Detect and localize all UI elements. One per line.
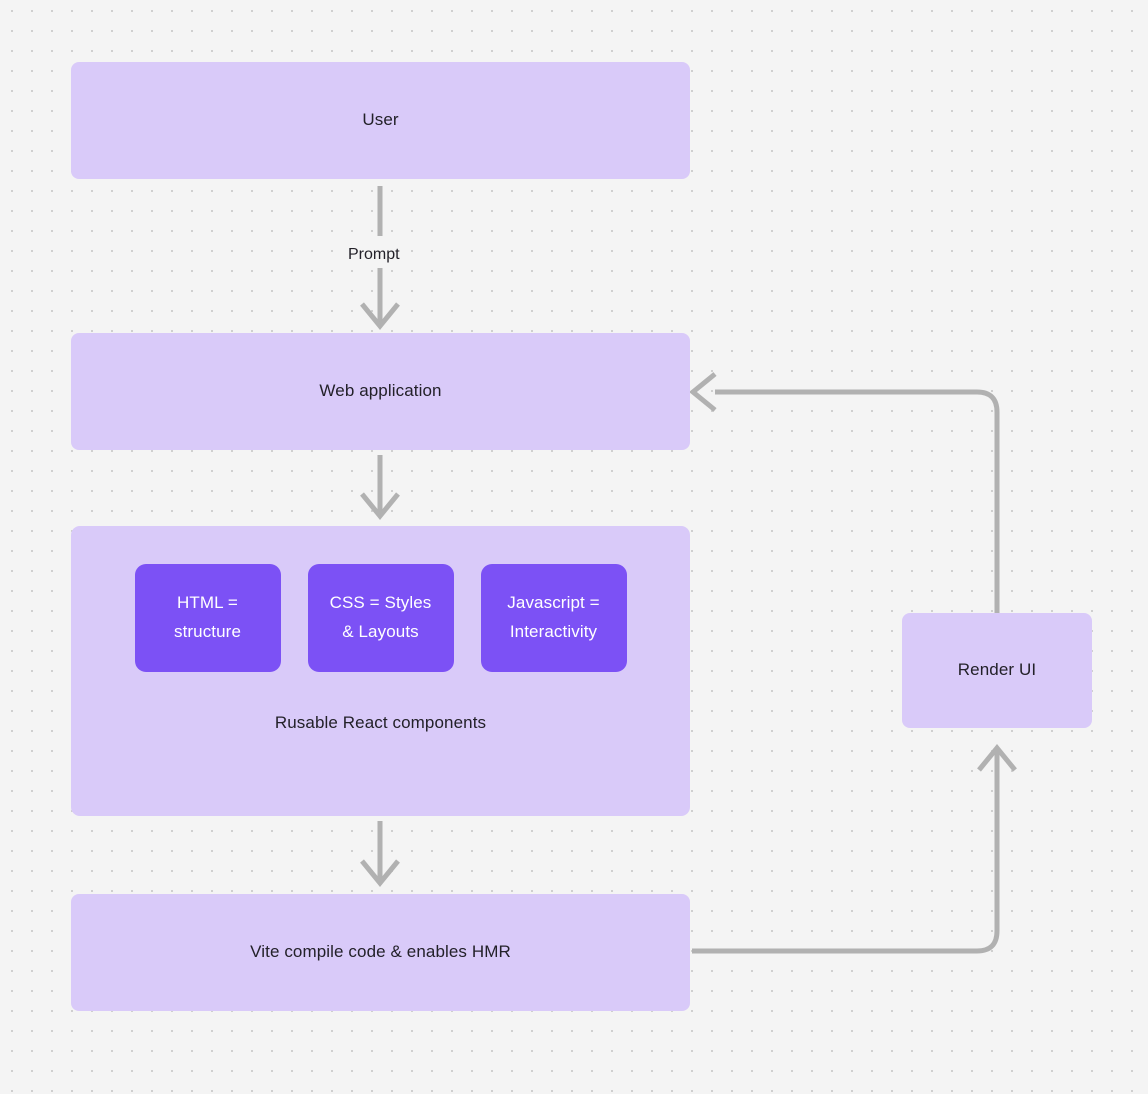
edge-render-to-webapp-arrowhead: [689, 372, 717, 412]
inner-box-javascript-line1: Javascript =: [507, 593, 600, 613]
node-user[interactable]: User: [71, 62, 690, 179]
inner-box-css-line2: & Layouts: [342, 622, 419, 641]
node-render-ui[interactable]: Render UI: [902, 613, 1092, 728]
node-web-application-label: Web application: [319, 381, 442, 401]
inner-box-javascript[interactable]: Javascript = Interactivity: [480, 564, 627, 672]
inner-box-css-line1: CSS = Styles: [329, 593, 432, 613]
edge-webapp-to-components-arrowhead: [360, 492, 400, 520]
inner-box-html-line2: structure: [173, 622, 242, 641]
node-vite-label: Vite compile code & enables HMR: [250, 942, 511, 962]
node-vite[interactable]: Vite compile code & enables HMR: [71, 894, 690, 1011]
inner-box-html-line1: HTML =: [177, 593, 238, 613]
node-react-components[interactable]: HTML = structure CSS = Styles & Layouts …: [71, 526, 690, 816]
inner-box-css[interactable]: CSS = Styles & Layouts: [307, 564, 454, 672]
edge-vite-to-render: [692, 752, 1000, 954]
node-render-ui-label: Render UI: [957, 660, 1037, 680]
inner-box-javascript-line2: Interactivity: [509, 622, 598, 641]
edge-render-to-webapp: [715, 389, 1000, 613]
edge-user-to-webapp-arrowhead: [360, 302, 400, 330]
react-components-row: HTML = structure CSS = Styles & Layouts …: [71, 564, 690, 672]
node-user-label: User: [362, 110, 399, 130]
edge-vite-to-render-arrowhead: [977, 744, 1017, 772]
edge-label-prompt: Prompt: [343, 246, 405, 264]
node-web-application[interactable]: Web application: [71, 333, 690, 450]
inner-box-html[interactable]: HTML = structure: [134, 564, 281, 672]
edge-components-to-vite-arrowhead: [360, 859, 400, 887]
react-components-caption: Rusable React components: [274, 713, 487, 732]
